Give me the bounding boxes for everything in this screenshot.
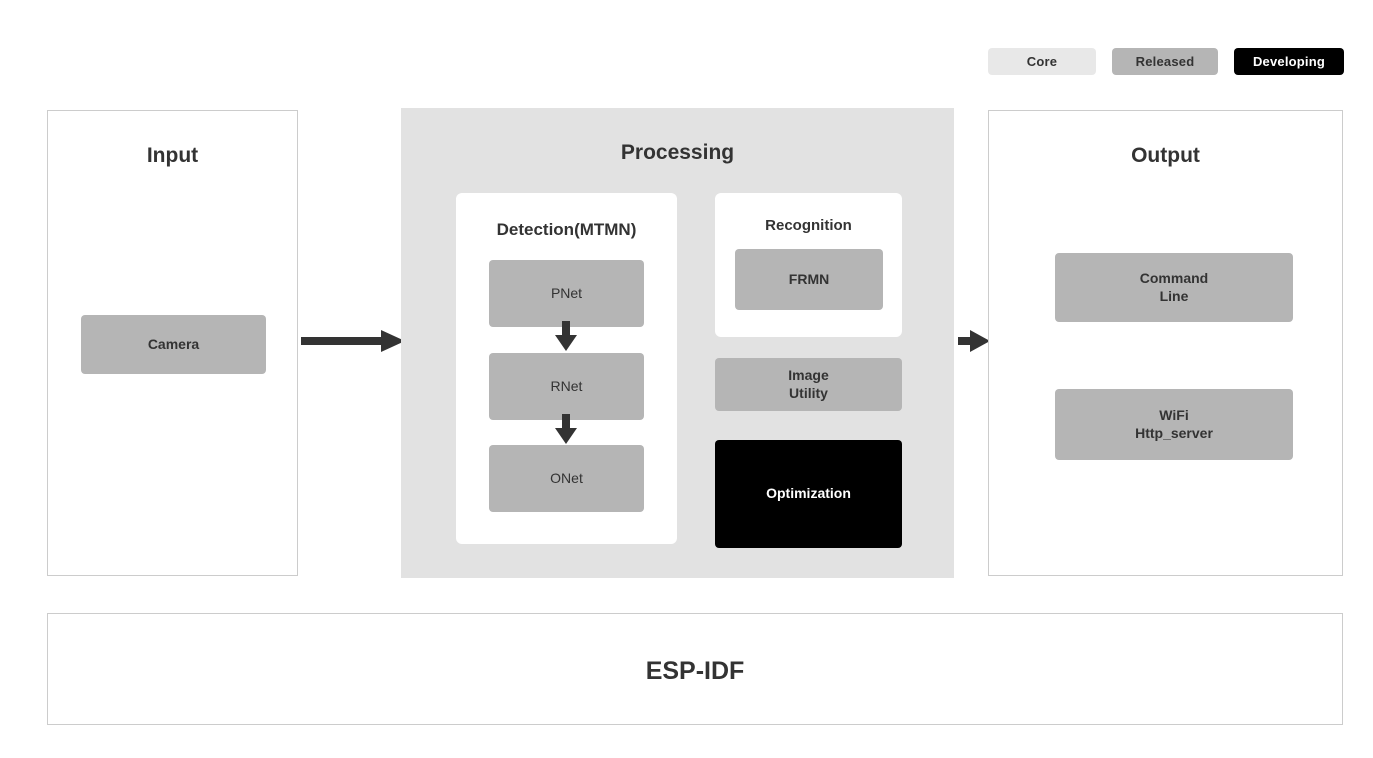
legend-item-developing[interactable]: Developing <box>1234 48 1344 75</box>
arrow-input-to-processing <box>301 327 405 360</box>
block-optimization[interactable]: Optimization <box>715 440 902 548</box>
card-detection: Detection(MTMN) PNet RNet ONet <box>456 193 677 544</box>
legend-item-core[interactable]: Core <box>988 48 1096 75</box>
legend-core-label: Core <box>1026 54 1058 69</box>
card-recognition-title: Recognition <box>765 217 852 234</box>
card-detection-title: Detection(MTMN) <box>496 220 637 239</box>
block-camera[interactable]: Camera <box>81 315 266 374</box>
arrow-rnet-to-onet <box>545 414 587 449</box>
block-pnet[interactable]: PNet <box>489 260 644 327</box>
panel-input: Input Camera <box>47 110 298 576</box>
block-onet[interactable]: ONet <box>489 445 644 512</box>
arrow-processing-to-output <box>958 327 990 360</box>
panel-output: Output Command Line WiFi Http_server <box>988 110 1343 576</box>
block-frmn[interactable]: FRMN <box>735 249 883 310</box>
arrow-pnet-to-rnet <box>545 321 587 356</box>
panel-processing: Processing Detection(MTMN) PNet RNet ONe… <box>401 108 954 578</box>
block-wifi-http-server[interactable]: WiFi Http_server <box>1055 389 1293 460</box>
esp-idf-label: ESP-IDF <box>645 657 745 685</box>
block-rnet[interactable]: RNet <box>489 353 644 420</box>
block-image-utility[interactable]: Image Utility <box>715 358 902 411</box>
legend-item-released[interactable]: Released <box>1112 48 1218 75</box>
panel-input-title: Input <box>146 144 199 167</box>
card-recognition: Recognition FRMN <box>715 193 902 337</box>
legend-developing-label: Developing <box>1252 54 1326 69</box>
block-command-line[interactable]: Command Line <box>1055 253 1293 322</box>
panel-processing-title: Processing <box>620 141 735 164</box>
legend: Core Released Developing <box>988 48 1344 75</box>
panel-output-title: Output <box>1131 144 1200 167</box>
legend-released-label: Released <box>1135 54 1195 69</box>
panel-esp-idf: ESP-IDF <box>47 613 1343 725</box>
